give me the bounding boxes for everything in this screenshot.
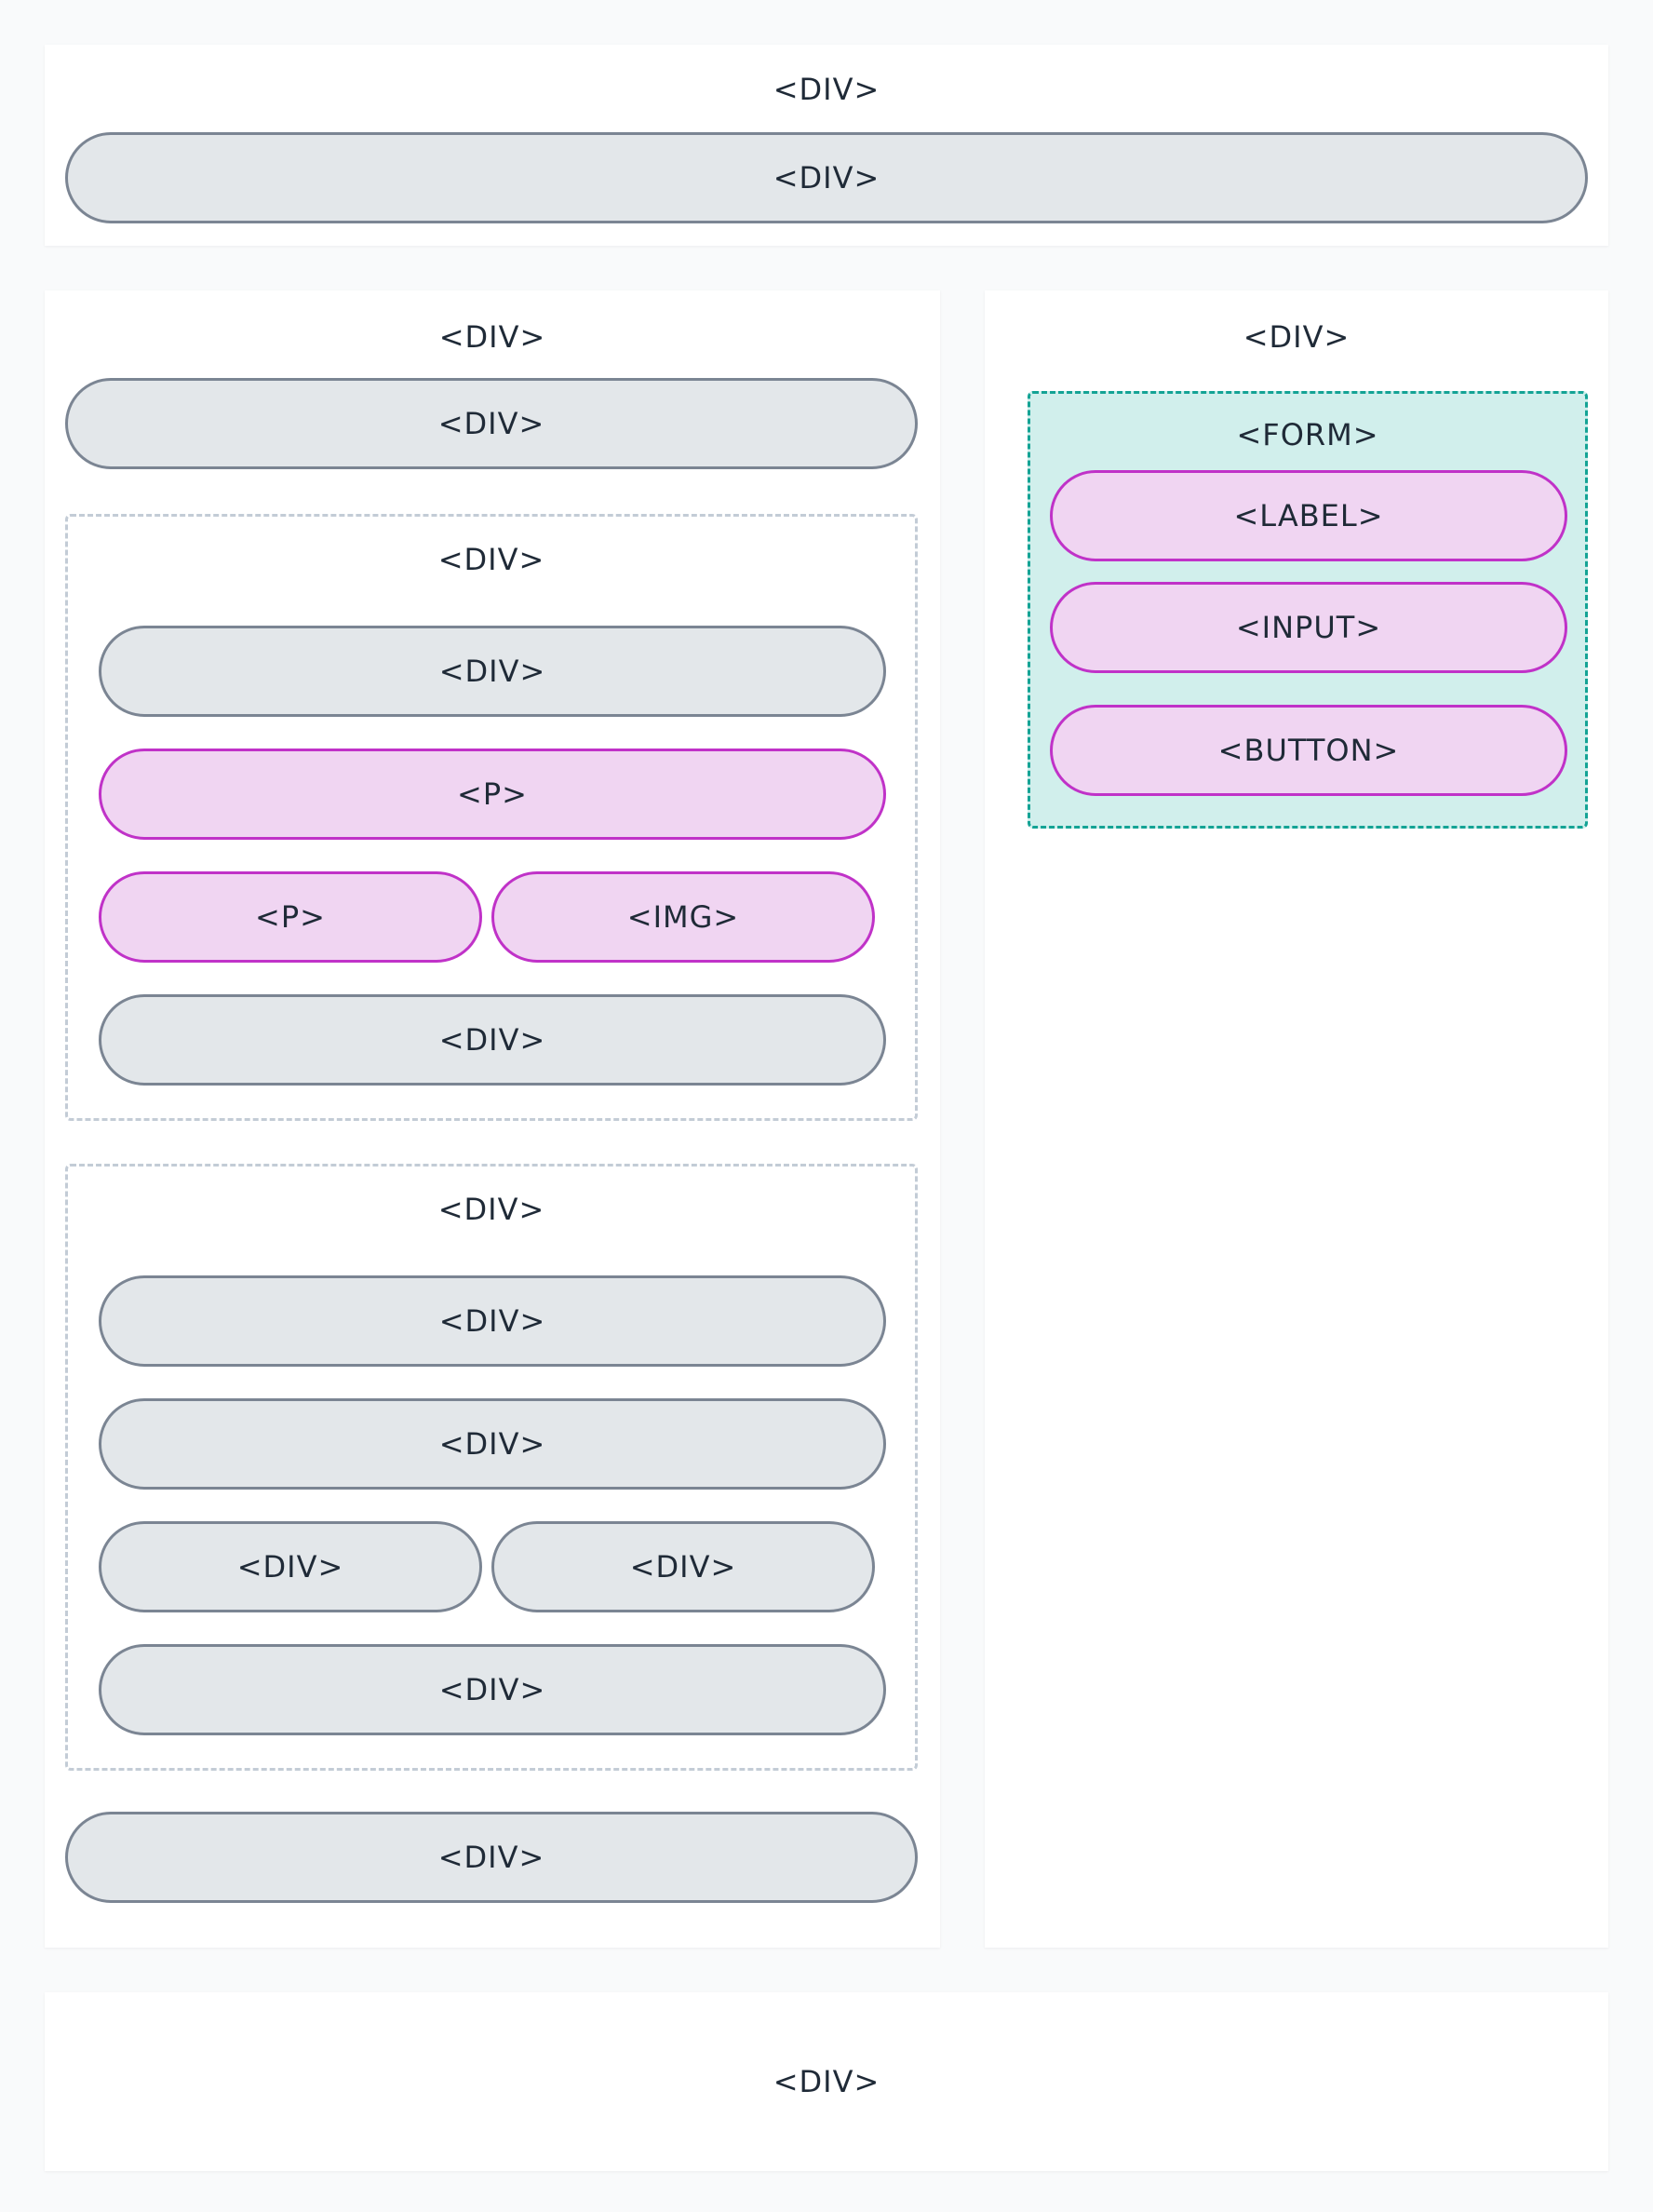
left-column-label: <DIV> xyxy=(438,319,546,355)
group-2-div-row-4: <DIV> xyxy=(99,1644,886,1735)
left-group-2-label: <DIV> xyxy=(437,1192,545,1227)
left-column-container: <DIV> <DIV> <DIV> <DIV> <P> <P> <IMG> <D… xyxy=(45,290,940,1948)
header-container: <DIV> <DIV> xyxy=(45,45,1608,246)
form-input-element: <INPUT> xyxy=(1050,582,1567,673)
group-1-div-row: <DIV> xyxy=(99,626,886,717)
form-button-element: <BUTTON> xyxy=(1050,705,1567,796)
form-label: <FORM> xyxy=(1236,417,1379,452)
form-container: <FORM> <LABEL> <INPUT> <BUTTON> xyxy=(1028,391,1588,829)
group-2-div-small-left: <DIV> xyxy=(99,1521,482,1612)
footer-container: <DIV> xyxy=(45,1992,1608,2171)
group-2-div-row-1: <DIV> xyxy=(99,1275,886,1367)
group-1-p-element-small: <P> xyxy=(99,871,482,963)
group-1-div-row-bottom: <DIV> xyxy=(99,994,886,1086)
footer-label: <DIV> xyxy=(773,2064,880,2099)
group-2-div-row-2: <DIV> xyxy=(99,1398,886,1490)
left-top-bar: <DIV> xyxy=(65,378,918,469)
header-bar: <DIV> xyxy=(65,132,1588,223)
left-group-1: <DIV> <DIV> <P> <P> <IMG> <DIV> xyxy=(65,514,918,1121)
left-bottom-bar: <DIV> xyxy=(65,1812,918,1903)
left-group-2: <DIV> <DIV> <DIV> <DIV> <DIV> <DIV> xyxy=(65,1164,918,1771)
left-group-1-label: <DIV> xyxy=(437,542,545,577)
right-column-container: <DIV> <FORM> <LABEL> <INPUT> <BUTTON> xyxy=(985,290,1608,1948)
group-1-p-element: <P> xyxy=(99,749,886,840)
group-2-div-small-right: <DIV> xyxy=(491,1521,875,1612)
right-column-label: <DIV> xyxy=(1243,319,1351,355)
form-label-element: <LABEL> xyxy=(1050,470,1567,561)
header-container-label: <DIV> xyxy=(773,72,880,107)
group-1-img-element: <IMG> xyxy=(491,871,875,963)
